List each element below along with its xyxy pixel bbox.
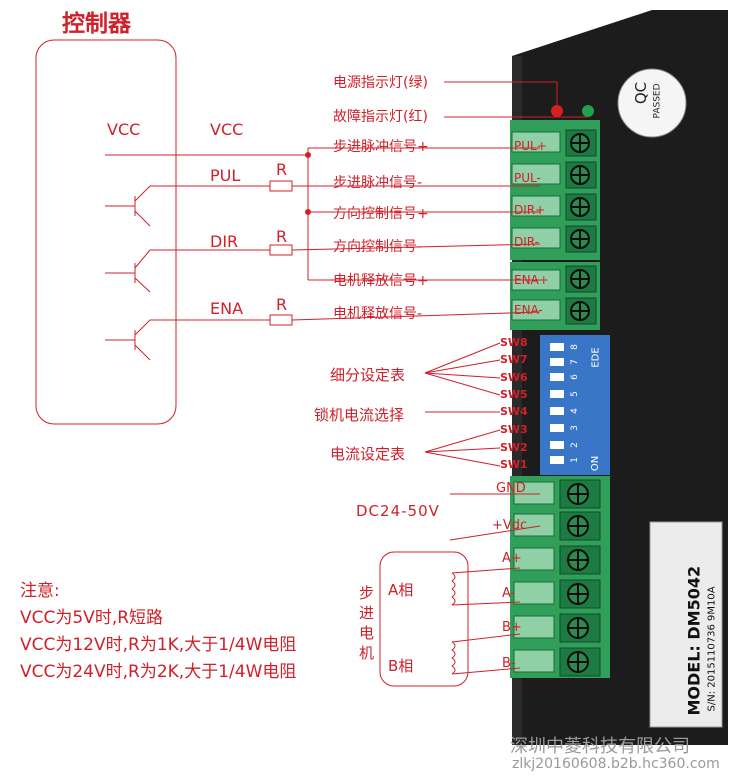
page-title: 控制器 — [62, 11, 131, 37]
motor-box — [379, 551, 469, 687]
watermark-site: zlkj20160608.b2b.hc360.com — [512, 756, 720, 772]
dip-number-4: 4 — [569, 408, 580, 414]
power-indicator-label: 电源指示灯(绿) — [333, 75, 428, 91]
dir-label: DIR — [210, 232, 239, 251]
dip-number-6: 6 — [569, 374, 580, 380]
note-line-2: VCC为12V时,R为1K,大于1/4W电阻 — [20, 635, 297, 655]
motor-label-char-1: 步 — [359, 584, 375, 602]
pin-b-plus: B+ — [502, 620, 522, 635]
ena-label: ENA — [210, 299, 244, 318]
power-wires — [449, 493, 541, 541]
phase-b-label: B相 — [388, 657, 414, 675]
pin-pul-plus: PUL+ — [514, 139, 547, 153]
vcc-label: VCC — [210, 120, 244, 139]
subdivision-group-label: 细分设定表 — [330, 366, 406, 384]
motor-label-char-2: 进 — [359, 604, 375, 622]
resistor-pul-label: R — [276, 160, 288, 179]
signal-terminal-block — [510, 120, 600, 330]
sw3-label: SW3 — [500, 423, 528, 436]
sw1-label: SW1 — [500, 458, 528, 471]
signal-ena-plus: 电机释放信号+ — [333, 273, 429, 289]
switch-brackets — [424, 342, 501, 467]
signal-ena-minus: 电机释放信号- — [333, 306, 423, 322]
pin-a-minus: A- — [502, 586, 516, 601]
sw6-label: SW6 — [500, 371, 528, 384]
note-line-3: VCC为24V时,R为2K,大于1/4W电阻 — [20, 662, 297, 682]
serial-text: S/N: 2015110736 9M10A — [706, 586, 718, 712]
current-group-label: 电流设定表 — [330, 445, 406, 463]
vcc-left-label: VCC — [107, 120, 141, 139]
resistor-ena-label: R — [276, 295, 288, 314]
signal-pul-plus: 步进脉冲信号+ — [333, 139, 429, 155]
pin-dir-plus: DIR+ — [514, 203, 546, 217]
signal-dir-plus: 方向控制信号+ — [333, 206, 429, 222]
pin-ena-minus: ENA- — [514, 303, 543, 317]
motor-label-char-4: 机 — [359, 644, 375, 662]
pin-gnd: GND — [496, 481, 526, 496]
dip-number-2: 2 — [569, 442, 580, 448]
dip-number-7: 7 — [569, 359, 580, 365]
fault-indicator-label: 故障指示灯(红) — [333, 109, 428, 125]
dip-number-5: 5 — [569, 391, 580, 397]
pul-label: PUL — [210, 166, 241, 185]
watermark-company: 深圳中菱科技有限公司 — [510, 736, 690, 757]
phase-a-label: A相 — [388, 581, 414, 599]
sw5-label: SW5 — [500, 388, 528, 401]
model-label — [649, 521, 723, 728]
note-heading: 注意: — [20, 581, 60, 601]
note-line-1: VCC为5V时,R短路 — [20, 608, 164, 628]
pin-dir-minus: DIR- — [514, 235, 539, 249]
qc-text: QC — [632, 81, 651, 105]
fault-led — [551, 105, 563, 117]
sw2-label: SW2 — [500, 441, 528, 454]
dip-on-label: ON — [590, 455, 602, 472]
motor-label-char-3: 电 — [359, 624, 375, 642]
passed-text: PASSED — [652, 83, 663, 119]
dip-number-1: 1 — [569, 457, 580, 463]
pin-pul-minus: PUL- — [514, 171, 541, 185]
resistor-dir-label: R — [276, 227, 288, 246]
model-text: MODEL: DM5042 — [684, 565, 704, 716]
dip-number-3: 3 — [569, 425, 580, 431]
pin-ena-plus: ENA+ — [514, 273, 549, 287]
signal-dir-minus: 方向控制信号- — [333, 239, 423, 255]
power-led — [582, 105, 594, 117]
controller-box — [35, 39, 177, 425]
motor-coils — [451, 567, 521, 675]
signal-wires — [105, 81, 588, 361]
pin-a-plus: A+ — [502, 551, 522, 566]
dc-voltage-label: DC24-50V — [356, 502, 440, 520]
dip-switch — [540, 335, 610, 475]
power-motor-terminal-block — [510, 476, 610, 678]
pin-vdc: +Vdc — [492, 518, 528, 533]
dip-brand: EDE — [590, 347, 602, 368]
sw8-label: SW8 — [500, 336, 528, 349]
dip-number-8: 8 — [569, 344, 580, 350]
sw7-label: SW7 — [500, 353, 528, 366]
lock-current-group-label: 锁机电流选择 — [314, 406, 405, 424]
pin-b-minus: B- — [502, 656, 516, 671]
sw4-label: SW4 — [500, 405, 528, 418]
signal-pul-minus: 步进脉冲信号- — [333, 175, 423, 191]
qc-sticker — [617, 68, 687, 138]
